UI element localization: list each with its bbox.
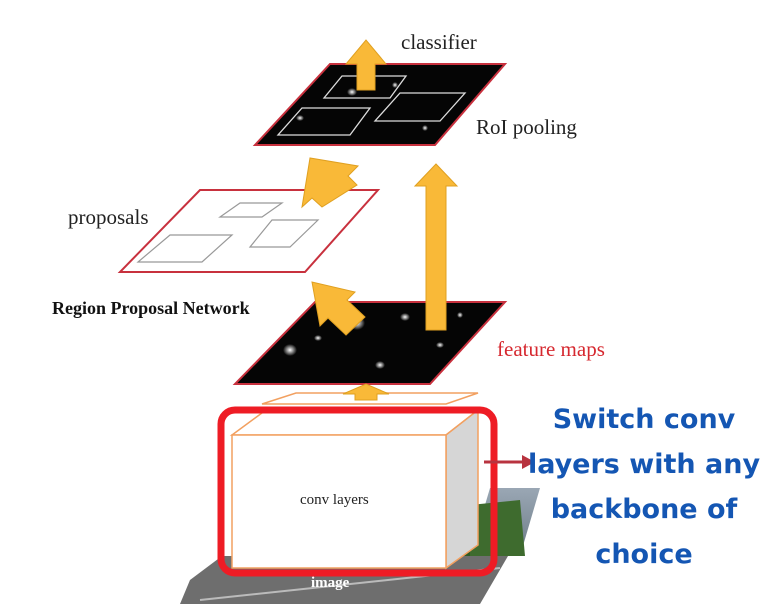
annotation-note: Switch conv layers with any backbone of … [520,397,768,577]
classifier-label: classifier [401,30,477,54]
arrow-feature-to-proposals [311,281,366,336]
arrow-proposals-to-roi [301,157,360,209]
proposals-label: proposals [68,205,149,229]
annotation-line-3: backbone of [550,494,738,525]
arrow-conv-to-feature [342,383,390,401]
conv-layers-label: conv layers [300,492,369,508]
annotation-line-4: choice [595,539,693,570]
rpn-label: Region Proposal Network [52,298,250,318]
proposals-plane [117,189,381,273]
roi-pooling-label: RoI pooling [476,115,577,139]
feature-maps-label: feature maps [497,337,605,361]
annotation-line-1: Switch conv [552,404,736,435]
feature-maps-plane [232,301,508,385]
highlight-box [217,406,498,577]
arrow-roi-to-classifier [344,39,388,91]
image-label: image [311,575,350,591]
annotation-arrow [484,455,535,469]
conv-layers-box [229,392,481,570]
roi-pooling-plane [252,63,508,146]
annotation-line-2: layers with any [527,449,761,480]
arrow-feature-to-roi [413,163,459,331]
